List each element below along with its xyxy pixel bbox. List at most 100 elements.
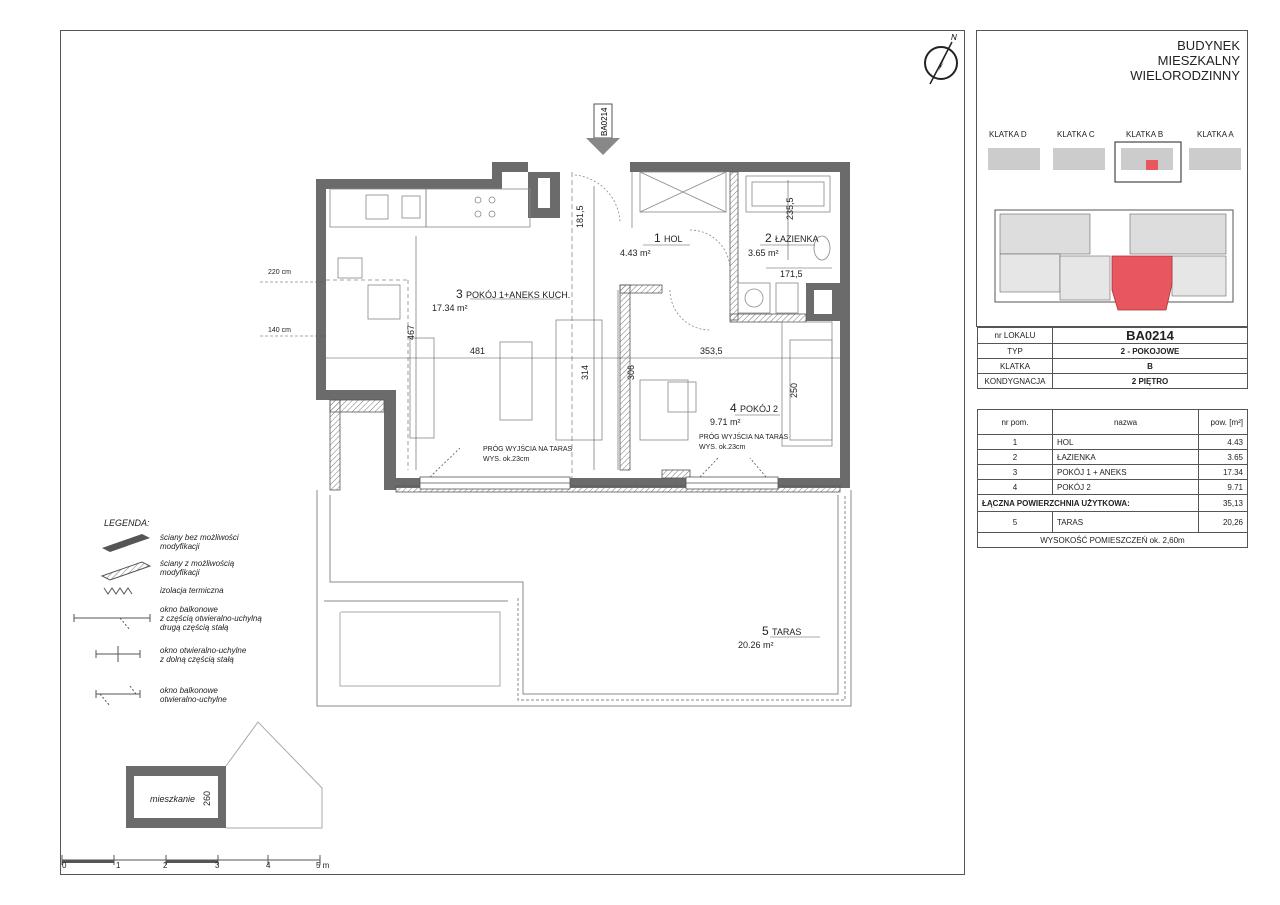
scale-1: 1 — [116, 861, 121, 870]
header-area: pow. [m²] — [1198, 409, 1248, 435]
table-row: 4 POKÓJ 2 9.71 — [977, 479, 1248, 495]
building-title-line2: MIESZKALNY — [1157, 53, 1240, 68]
building-title: BUDYNEK MIESZKALNY WIELORODZINNY — [1110, 38, 1240, 83]
stairwell-c-label: KLATKA C — [1057, 130, 1095, 139]
dim-353: 353,5 — [700, 346, 723, 356]
legend-insulation-icon — [103, 587, 133, 595]
room-no: 3 — [977, 464, 1053, 480]
header-no: nr pom. — [977, 409, 1053, 435]
north-label: N — [951, 33, 957, 42]
terrace-name: TARAS — [1052, 511, 1199, 533]
stairwell-a-label: KLATKA A — [1197, 130, 1234, 139]
building-title-line1: BUDYNEK — [1177, 38, 1240, 53]
table-row: 1 HOL 4.43 — [977, 434, 1248, 450]
locale-value: 2 - POKOJOWE — [1052, 343, 1248, 359]
dimension-lines — [260, 180, 840, 638]
scale-4: 4 — [266, 861, 271, 870]
locale-label: KLATKA — [977, 358, 1053, 374]
plan-frame — [60, 30, 965, 875]
locale-label: nr LOKALU — [977, 327, 1053, 344]
height-note-row: WYSOKOŚĆ POMIESZCZEŃ ok. 2,60m — [977, 532, 1248, 548]
locale-value: BA0214 — [1052, 327, 1248, 344]
rooms-table: nr pom. nazwa pow. [m²] 1 HOL 4.43 2 ŁAZ… — [977, 409, 1248, 548]
legend-5a: okno otwieralno-uchylne — [160, 646, 247, 655]
table-row: TYP 2 - POKOJOWE — [977, 343, 1248, 359]
room2-name: ŁAZIENKA — [775, 234, 819, 244]
stairwell-a-thumb[interactable] — [1189, 148, 1241, 170]
room4-name: POKÓJ 2 — [740, 404, 778, 414]
dim-181: 181,5 — [575, 205, 585, 228]
room-area: 4.43 — [1198, 434, 1248, 450]
threshold1-label: PRÓG WYJŚCIA NA TARAS — [483, 444, 573, 453]
legend: LEGENDA: ściany bez możliwości modyfikac… — [73, 518, 262, 707]
room-name: POKÓJ 1 + ANEKS — [1052, 464, 1199, 480]
exterior-walls — [316, 162, 850, 490]
section-sketch: mieszkanie 260 — [126, 721, 323, 829]
dim-481: 481 — [470, 346, 485, 356]
legend-window2-icon — [95, 646, 141, 662]
scale-0: 0 — [62, 861, 67, 870]
key-plan — [994, 209, 1234, 311]
threshold2-label: PRÓG WYJŚCIA NA TARAS — [699, 432, 789, 441]
room-no: 1 — [977, 434, 1053, 450]
room5-name: TARAS — [772, 627, 801, 637]
scale-3: 3 — [215, 861, 220, 870]
legend-1b: modyfikacji — [160, 542, 200, 551]
legend-window1-icon — [73, 614, 151, 631]
table-row: KONDYGNACJA 2 PIĘTRO — [977, 373, 1248, 389]
stairwell-b-highlight — [1146, 160, 1158, 170]
section-label: mieszkanie — [150, 794, 195, 804]
modifiable-walls — [329, 171, 841, 493]
scale-5: 5 m — [316, 861, 330, 870]
total-label: ŁĄCZNA POWIERZCHNIA UŻYTKOWA: — [977, 494, 1199, 512]
dim-306: 306 — [626, 365, 636, 380]
threshold2-height: WYS. ok.23cm — [699, 444, 745, 451]
total-area: 35,13 — [1198, 494, 1248, 512]
room3-no: 3 — [456, 287, 463, 301]
room1-no: 1 — [654, 231, 661, 245]
dim-250: 250 — [789, 383, 799, 398]
terrace-area: 20,26 — [1198, 511, 1248, 533]
legend-title: LEGENDA: — [104, 518, 150, 528]
entrance-marker: BA0214 — [586, 103, 620, 155]
room3-area: 17.34 m² — [432, 303, 468, 313]
legend-1a: ściany bez możliwości — [160, 533, 239, 542]
scale-2: 2 — [163, 861, 168, 870]
room2-area: 3.65 m² — [748, 248, 779, 258]
table-row: KLATKA B — [977, 358, 1248, 374]
room5-area: 20.26 m² — [738, 640, 774, 650]
locale-label: TYP — [977, 343, 1053, 359]
room-no: 2 — [977, 449, 1053, 465]
legend-wall-mod-icon — [100, 561, 152, 581]
room1-area: 4.43 m² — [620, 248, 651, 258]
dim-467: 467 — [406, 325, 416, 340]
legend-4b: z częścią otwieralno-uchylną — [159, 614, 262, 623]
total-row: ŁĄCZNA POWIERZCHNIA UŻYTKOWA: 35,13 — [977, 494, 1248, 512]
stairwell-b-selected[interactable] — [1114, 141, 1182, 183]
stairwell-b-thumb — [1121, 148, 1173, 170]
windows — [419, 447, 779, 490]
table-row: 3 POKÓJ 1 + ANEKS 17.34 — [977, 464, 1248, 480]
room4-area: 9.71 m² — [710, 417, 741, 427]
height-220: 220 cm — [268, 269, 291, 276]
threshold1-height: WYS. ok.23cm — [483, 456, 529, 463]
legend-6a: okno balkonowe — [160, 686, 218, 695]
dim-171: 171,5 — [780, 269, 803, 279]
legend-2b: modyfikacji — [160, 568, 200, 577]
stairwell-thumbnails: KLATKA D KLATKA C KLATKA B KLATKA A — [988, 130, 1241, 183]
legend-wall-fixed-icon — [102, 534, 150, 552]
height-note: WYSOKOŚĆ POMIESZCZEŃ ok. 2,60m — [977, 532, 1248, 548]
room1-name: HOL — [664, 234, 683, 244]
room3-name: POKÓJ 1+ANEKS KUCH. — [466, 290, 570, 300]
stairwell-c-thumb[interactable] — [1053, 148, 1105, 170]
table-header-row: nr pom. nazwa pow. [m²] — [977, 409, 1248, 435]
terrace-row: 5 TARAS 20,26 — [977, 511, 1248, 533]
stairwell-d-thumb[interactable] — [988, 148, 1040, 170]
locale-value: B — [1052, 358, 1248, 374]
legend-window3-icon — [95, 685, 141, 707]
room-name: ŁAZIENKA — [1052, 449, 1199, 465]
room4-no: 4 — [730, 401, 737, 415]
room-area: 3.65 — [1198, 449, 1248, 465]
legend-3a: izolacja termiczna — [160, 586, 224, 595]
